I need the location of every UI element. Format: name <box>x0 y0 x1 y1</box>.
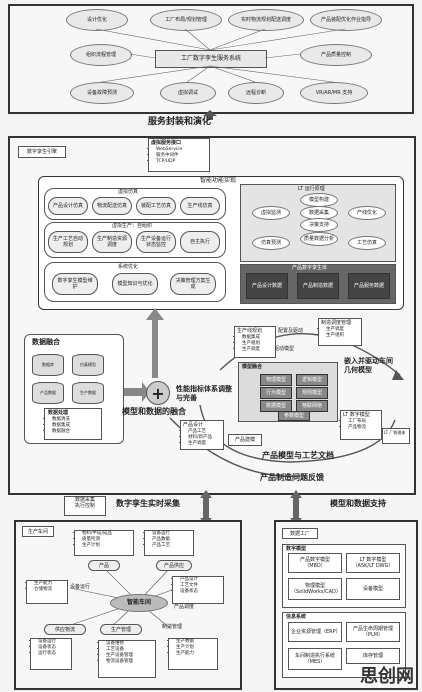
embed-drive-label: 嵌入并驱动车间几何模型 <box>344 356 393 374</box>
model-data-support-label: 模型和数据支持 <box>330 498 386 508</box>
workshop-connectors <box>61 565 173 629</box>
service-item: WebService <box>156 147 209 153</box>
sim-box: 生产线仿真 <box>180 197 220 215</box>
top-oval: 组织流程管理 <box>70 44 132 66</box>
model-item: LT 数字模型（ASK/LT DWG） <box>346 553 400 573</box>
service-evolution-label: 服务封装和演化 <box>148 117 212 127</box>
fusion-center-label: 模型和数据的融合 <box>122 406 186 416</box>
model-item: 设备模型 <box>346 578 400 600</box>
fusion-item: 物理模型 <box>260 374 292 386</box>
right-info-box: LT 数字模型 工厂布局产品物流 <box>340 410 382 440</box>
db-cylinder: 生产数据 <box>72 382 104 404</box>
db-cylinder: 数据库 <box>32 354 64 376</box>
ws-list-box: 生产能力仓储物流 <box>26 580 68 604</box>
top-oval: 产品质量控制 <box>300 44 372 66</box>
workshop-tag: 生产车间 <box>22 526 54 537</box>
collect-control-box: 数据采集 执行控制 <box>64 496 106 516</box>
service-item: 服务中间件 <box>156 153 209 159</box>
top-oval: VR/AR/MR 支持 <box>300 82 368 104</box>
realtime-collect-label: 数字孪生实时采集 <box>116 498 180 508</box>
system-item: 企业资源管理（ERP） <box>288 622 342 642</box>
lt-node: 质量数据分析 <box>300 232 338 246</box>
service-item: TCP/UDP <box>156 159 209 165</box>
system-item: 库存管理 <box>346 648 400 664</box>
system-item: 产品生命周期管理（PLM） <box>346 622 400 642</box>
data-factory-tag: 数据工厂 <box>282 528 318 539</box>
ws-list-box: 物料/半成/成品质量检测生产计划 <box>74 530 134 556</box>
twin-data-box: 产品制造数据 <box>297 273 339 299</box>
opt-box: 决策管理方案生成 <box>170 273 216 295</box>
fusion-item: 规则模型 <box>296 387 328 399</box>
right-info-box: LT 厂物理体 <box>382 428 410 444</box>
product-modeling-box: 产品建模 <box>228 434 262 446</box>
ws-pill: 产品 <box>88 560 120 571</box>
sim-box: 产品设计仿真 <box>48 197 88 215</box>
product-model-doc-label: 产品模型与工艺文档 <box>262 450 334 460</box>
lt-node: 仿真预测 <box>252 236 290 250</box>
lt-node: 工艺仿真 <box>348 236 386 250</box>
prod-box: 自主执行 <box>180 231 220 253</box>
fusion-item: 行为模型 <box>260 387 292 399</box>
db-cylinder: 仿真模型 <box>72 354 104 376</box>
config-label: 配置及驱动 <box>278 328 304 334</box>
lt-node: 产线优化 <box>348 206 386 220</box>
up-arrow-top <box>203 110 217 120</box>
link-arrows <box>200 490 302 526</box>
top-oval: 工厂布局/规划管理 <box>150 9 222 31</box>
top-oval: 产品装配优化作业指导 <box>310 9 382 31</box>
drive-label: 数据驱动模型 <box>264 346 295 352</box>
fusion-item: 参数模型 <box>278 411 310 421</box>
data-processing-box: 数据处理 数据清洗 数据集成 数据融合 <box>44 408 102 440</box>
lt-node: 虚拟监测 <box>252 206 290 220</box>
smart-function-label: 智能功能实现 <box>200 177 237 184</box>
opt-box: 模型知识与优化 <box>112 273 158 295</box>
system-item: 车间制造执行系统（MES） <box>288 648 342 670</box>
ws-list-box: 产品设计工艺文件设备状态 <box>172 576 224 604</box>
sim-box: 装配工艺仿真 <box>136 197 176 215</box>
ws-pill: 产品供应 <box>156 560 192 571</box>
virtual-service-box: 虚拟服务接口 WebService 服务中间件 TCP/UDP <box>148 138 210 172</box>
top-connectors <box>95 28 346 120</box>
ws-pill: 供应物流 <box>44 624 86 635</box>
ws-bottom-box: 设备维修工艺设备生产设备管理物流设备管理 <box>98 640 156 678</box>
fusion-item: 逻辑模型 <box>296 374 328 386</box>
prod-box: 生产制造资源调度 <box>92 231 132 253</box>
engine-tag: 数字孪生引擎 <box>18 146 66 158</box>
top-oval: 虚拟调试 <box>160 82 216 104</box>
model-item: 物理模型（SolidWorks/CAD） <box>288 578 342 600</box>
product-design-box: 产品设计 产品工艺材料/新产品生产调度 <box>180 420 224 450</box>
top-oval: 设备故障预测 <box>70 82 134 104</box>
product-problem-feedback-label: 产品制造问题反馈 <box>260 472 324 482</box>
ws-bottom-box: 生产数据生产计划生产能力 <box>168 638 218 670</box>
fusion-item: 数据模型 <box>260 400 292 412</box>
sim-box: 物流配送仿真 <box>92 197 132 215</box>
opt-box: 数字孪生模型维护 <box>52 273 98 295</box>
db-cylinder: 产品数据 <box>32 382 64 404</box>
top-oval: 实时物流规划配送调度 <box>228 9 304 31</box>
top-center-label: 工厂数字孪生服务系统 <box>180 55 241 62</box>
prod-box: 生产工艺自动规划 <box>48 231 88 253</box>
indicator-label: 性能指标体系调整与完善 <box>176 384 232 402</box>
top-oval: 设计优化 <box>66 9 128 31</box>
watermark: 思创网 <box>360 666 414 687</box>
ws-pill: 生产管理 <box>100 624 142 635</box>
smart-workshop-hub: 智能车间 <box>110 594 168 612</box>
twin-data-box: 产品服务数据 <box>348 273 390 299</box>
fusion-plus-icon: + <box>146 381 170 405</box>
ws-list-box: 设备运行产品数据产品工艺 <box>144 530 194 556</box>
top-center-box: 工厂数字孪生服务系统 <box>155 50 267 68</box>
fusion-item: 物联网络 <box>296 400 328 412</box>
model-item: 产品数字模型（MBD） <box>288 553 342 573</box>
top-oval: 远程诊断 <box>228 82 284 104</box>
data-fusion-title: 数据融合 <box>32 337 60 346</box>
right-info-box: 制造调度管理 生产调度生产组织 <box>318 318 362 346</box>
prod-box: 生产设备运行状态监控 <box>136 231 176 253</box>
ws-bottom-box: 设备运行设备状态运行状态 <box>30 638 72 670</box>
twin-data-box: 产品设计数据 <box>246 273 288 299</box>
left-info-box: 生产线规划 数据集成 生产规划 生产调度 <box>234 326 276 358</box>
